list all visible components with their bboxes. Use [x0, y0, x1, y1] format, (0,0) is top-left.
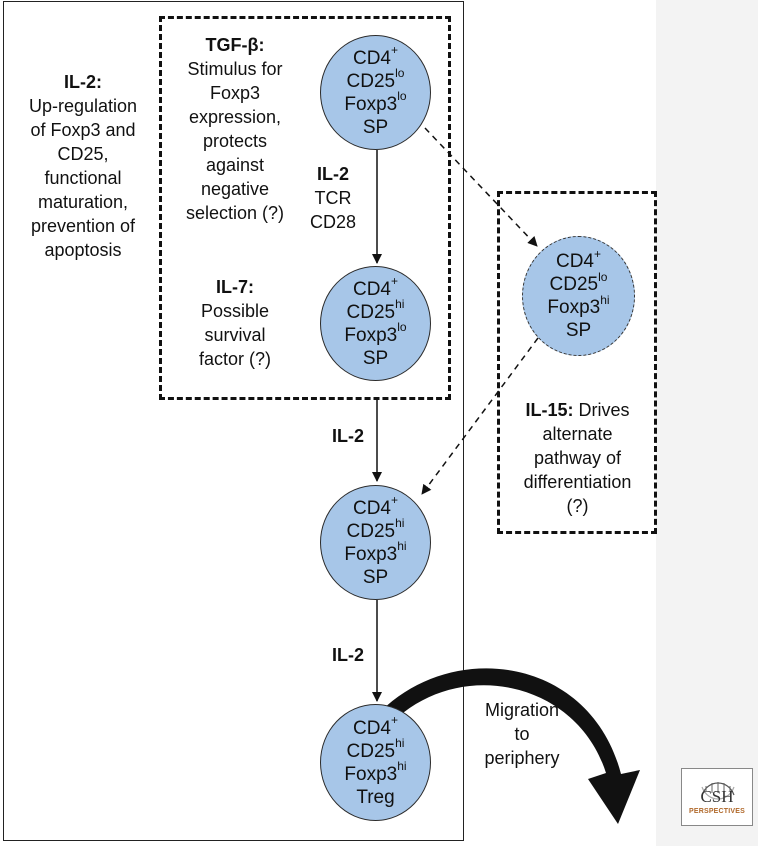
- il2-label-mid: IL-2: [331, 426, 364, 446]
- dna-helix-icon: [701, 782, 735, 800]
- il15-annotation: IL-15: Drives alternate pathway of diffe…: [523, 400, 632, 516]
- alternate-pathway-dashed-box: [497, 191, 657, 534]
- cell-cd4-cd25hi-foxp3lo-sp: CD4+ CD25hi Foxp3lo SP: [320, 266, 431, 381]
- il2-label-lower: IL-2: [331, 645, 364, 665]
- cell-cd4-cd25hi-foxp3hi-sp: CD4+ CD25hi Foxp3hi SP: [320, 485, 431, 600]
- cell-cd4-cd25lo-foxp3lo-sp: CD4+ CD25lo Foxp3lo SP: [320, 35, 431, 150]
- early-stage-dashed-box: [159, 16, 451, 400]
- csh-perspectives-logo: CSH PERSPECTIVES: [681, 768, 753, 826]
- cell-cd4-cd25lo-foxp3hi-sp: CD4+ CD25lo Foxp3hi SP: [522, 236, 635, 356]
- migration-label: Migration to periphery: [484, 700, 560, 768]
- cell-cd4-cd25hi-foxp3hi-treg: CD4+ CD25hi Foxp3hi Treg: [320, 704, 431, 821]
- il2-tcr-cd28-label: IL-2 TCR CD28: [309, 164, 357, 232]
- il2-annotation: IL-2: Up-regulation of Foxp3 and CD25, f…: [28, 72, 138, 260]
- thymus-frame: [3, 1, 464, 841]
- migration-arrow: [380, 668, 640, 824]
- arrow-cell1-to-alt: [424, 127, 538, 247]
- il7-annotation: IL-7: Possible survival factor (?): [198, 277, 272, 369]
- tgf-beta-annotation: TGF-β: Stimulus for Foxp3 expression, pr…: [185, 35, 285, 223]
- right-margin-strip: [656, 0, 758, 846]
